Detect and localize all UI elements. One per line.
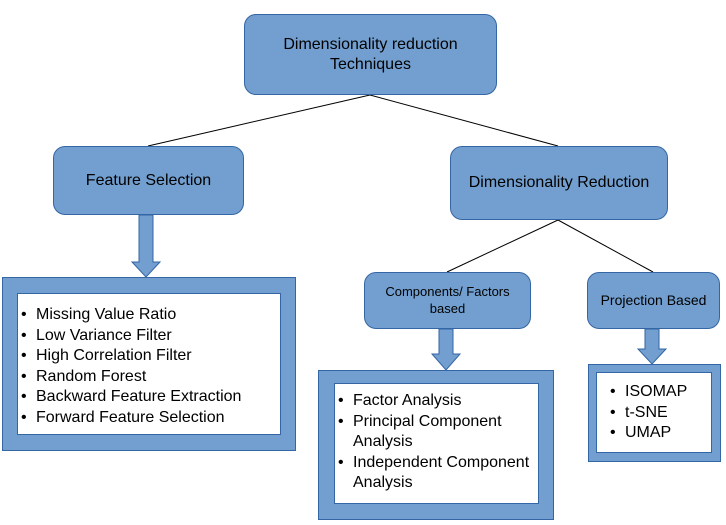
components-factors-node: Components/ Factors based: [364, 272, 531, 329]
list-item: Random Forest: [21, 367, 280, 388]
list-item: Missing Value Ratio: [21, 305, 280, 326]
arrow-feature-selection: [130, 214, 162, 278]
feature-selection-list: Missing Value Ratio Low Variance Filter …: [17, 293, 281, 435]
list-item: Principal Component Analysis: [338, 412, 531, 453]
projection-based-label: Projection Based: [600, 291, 707, 308]
list-item: UMAP: [610, 423, 711, 444]
list-item: Forward Feature Selection: [21, 408, 280, 429]
feature-selection-label: Feature Selection: [85, 171, 212, 189]
connector-dr-components: [446, 219, 559, 273]
list-item: High Correlation Filter: [21, 346, 280, 367]
components-factors-label: Components/ Factors based: [385, 284, 510, 316]
connector-root-feature-selection: [147, 94, 371, 147]
root-label: Dimensionality reduction Techniques: [283, 35, 458, 73]
dimensionality-reduction-label: Dimensionality Reduction: [468, 174, 650, 191]
projection-list: ISOMAP t-SNE UMAP: [596, 372, 712, 453]
arrow-components: [430, 328, 462, 371]
list-item: Backward Feature Extraction: [21, 387, 280, 408]
components-list: Factor Analysis Principal Component Anal…: [334, 383, 539, 504]
list-item: t-SNE: [610, 403, 711, 424]
projection-based-node: Projection Based: [587, 272, 720, 329]
list-item: ISOMAP: [610, 382, 711, 403]
list-item: Factor Analysis: [338, 391, 538, 412]
list-item: Independent Component Analysis: [338, 453, 535, 494]
root-node: Dimensionality reduction Techniques: [244, 14, 497, 95]
dimensionality-reduction-node: Dimensionality Reduction: [450, 146, 668, 220]
list-item: Low Variance Filter: [21, 326, 280, 347]
connector-dr-projection: [557, 219, 654, 273]
connector-root-dimensionality-reduction: [369, 94, 559, 147]
arrow-projection: [636, 328, 668, 365]
feature-selection-node: Feature Selection: [53, 146, 244, 215]
